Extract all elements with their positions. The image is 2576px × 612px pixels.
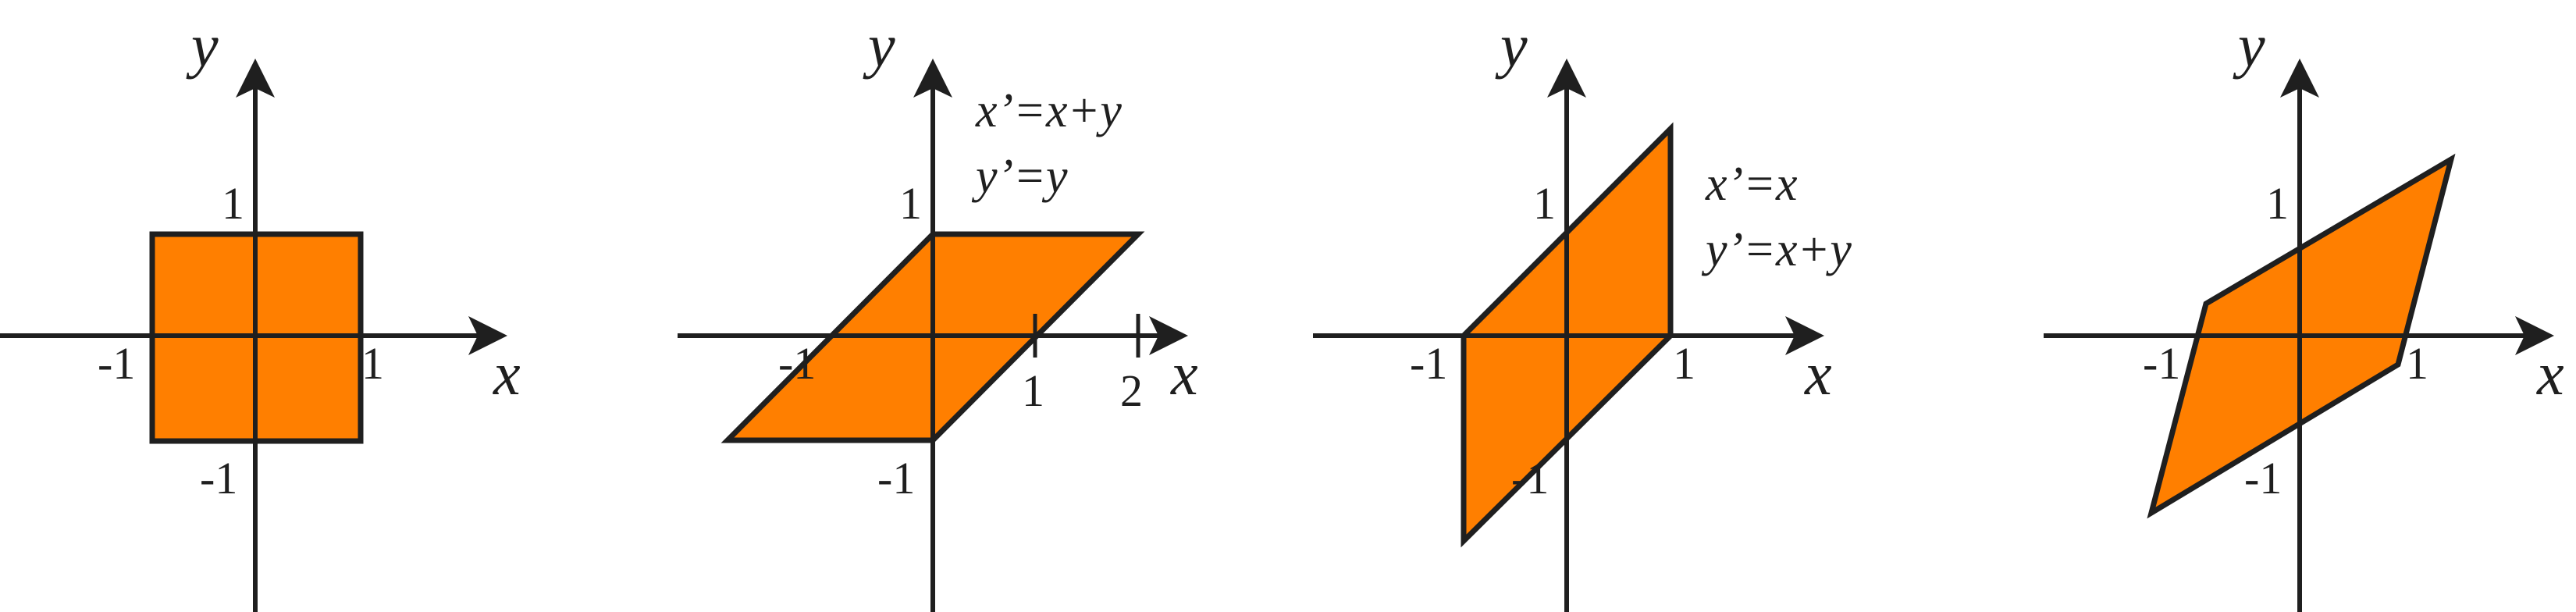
tick-label-x-neg1: -1 — [778, 338, 816, 389]
equation-x-prime: x’=x+y — [975, 84, 1122, 137]
x-axis-arrowhead — [468, 316, 507, 355]
y-axis-label: y — [1495, 12, 1528, 80]
x-axis-arrowhead — [1785, 316, 1824, 355]
x-axis-label: x — [493, 340, 521, 407]
y-axis-label: y — [2233, 12, 2265, 80]
tick-label-x-1: 1 — [2406, 338, 2428, 389]
tick-label-x-2: 2 — [1120, 365, 1143, 416]
y-axis-arrowhead — [236, 59, 275, 98]
x-axis-arrowhead — [2515, 316, 2554, 355]
y-axis-label: y — [186, 12, 219, 80]
y-axis-arrowhead — [913, 59, 952, 98]
tick-label-x-1: 1 — [1022, 365, 1044, 416]
panel-shear-y: y x -1 1 1 -1 x’=x y’=x+y — [1313, 12, 1852, 612]
y-axis-arrowhead — [2280, 59, 2319, 98]
y-axis-arrowhead — [1547, 59, 1586, 98]
tick-label-y-1: 1 — [1533, 178, 1556, 229]
y-axis-label: y — [863, 12, 895, 80]
tick-label-x-neg1: -1 — [2143, 338, 2180, 389]
tick-label-x-1: 1 — [361, 338, 384, 389]
panel-identity: y x -1 1 1 -1 — [0, 12, 521, 612]
tick-label-x-neg1: -1 — [1410, 338, 1447, 389]
equation-x-prime: x’=x — [1705, 158, 1798, 211]
tick-label-y-1: 1 — [222, 178, 244, 229]
x-axis-label: x — [1170, 340, 1198, 407]
x-axis-label: x — [1804, 340, 1832, 407]
tick-label-y-neg1: -1 — [877, 453, 915, 503]
equation-y-prime: y’=y — [971, 150, 1068, 203]
tick-label-y-neg1: -1 — [1511, 453, 1549, 503]
tick-label-y-1: 1 — [899, 178, 922, 229]
tick-label-y-neg1: -1 — [2244, 453, 2282, 503]
tick-label-x-1: 1 — [1673, 338, 1695, 389]
tick-label-y-1: 1 — [2266, 178, 2289, 229]
panel-shear-x: y x -1 1 2 1 -1 x’=x+y y’=y — [678, 12, 1198, 612]
panel-rotated-scaled: y x -1 1 1 -1 — [2044, 12, 2564, 612]
equation-y-prime: y’=x+y — [1701, 223, 1852, 276]
x-axis-arrowhead — [1149, 316, 1188, 355]
tick-label-x-neg1: -1 — [98, 338, 135, 389]
tick-label-y-neg1: -1 — [200, 453, 237, 503]
x-axis-label: x — [2536, 340, 2564, 407]
